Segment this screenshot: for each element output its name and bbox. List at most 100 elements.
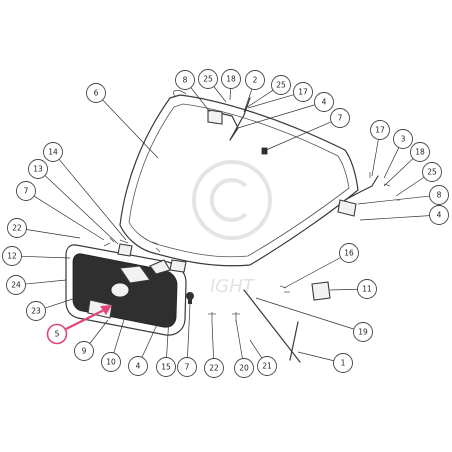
callout-circle xyxy=(314,92,334,112)
callout-leader-line xyxy=(249,339,263,359)
callout-circle xyxy=(234,358,254,378)
callout-circle xyxy=(156,357,176,377)
callout-leader-line xyxy=(247,94,294,109)
callout-number: 24 xyxy=(11,281,21,290)
callout-circle xyxy=(330,108,350,128)
callout-leader-line xyxy=(211,321,214,359)
callout-number: 23 xyxy=(31,307,41,316)
callout-c16: 16 xyxy=(283,243,359,289)
callout-number: 13 xyxy=(33,165,43,174)
callout-c22a: 22 xyxy=(7,218,81,239)
callout-number: 16 xyxy=(344,249,354,258)
callout-c2: 2 xyxy=(243,70,265,113)
callout-leader-line xyxy=(237,104,316,129)
callout-c7a: 7 xyxy=(265,108,350,151)
callout-number: 25 xyxy=(203,75,213,84)
callout-number: 3 xyxy=(401,135,406,144)
callout-circle xyxy=(339,243,359,263)
callout-leader-line xyxy=(395,176,425,197)
callout-c14: 14 xyxy=(43,142,127,241)
callout-circle xyxy=(128,356,148,376)
callout-number: 10 xyxy=(106,358,116,367)
callout-c17a: 17 xyxy=(247,82,313,109)
callout-number: 8 xyxy=(437,191,442,200)
callout-c15: 15 xyxy=(156,299,176,377)
callout-circle xyxy=(43,142,63,162)
callout-number: 15 xyxy=(161,363,171,372)
callout-number: 22 xyxy=(12,224,22,233)
callout-c8a: 8 xyxy=(175,70,211,113)
callout-leader-line xyxy=(89,319,109,344)
callout-leader-line xyxy=(190,87,211,113)
callout-leader-line xyxy=(383,158,414,187)
front-grille xyxy=(65,244,187,336)
callout-leader-line xyxy=(21,255,71,259)
callout-number: 12 xyxy=(7,252,17,261)
callout-leader-line xyxy=(213,86,227,103)
callout-leader-line xyxy=(44,295,83,309)
callout-circle xyxy=(429,185,449,205)
callout-c1: 1 xyxy=(297,351,353,373)
callout-number: 4 xyxy=(437,211,442,220)
callout-circle xyxy=(333,353,353,373)
callout-circle xyxy=(177,357,197,377)
callout-leader-line xyxy=(113,299,131,354)
hood-strut xyxy=(243,281,331,363)
callout-circle xyxy=(271,75,291,95)
callout-labels: 1234445677788910111213141516171718181920… xyxy=(2,69,449,378)
callout-leader-line xyxy=(371,139,379,177)
callout-c17b: 17 xyxy=(370,120,390,177)
callout-number: 5 xyxy=(55,330,60,339)
callout-number: 25 xyxy=(427,168,437,177)
callout-c21: 21 xyxy=(249,339,277,376)
callout-c22b: 22 xyxy=(204,321,224,378)
callout-circle xyxy=(370,120,390,140)
callout-circle xyxy=(245,70,265,90)
callout-number: 6 xyxy=(94,89,99,98)
callout-leader-line xyxy=(102,99,159,159)
callout-c12: 12 xyxy=(2,246,71,266)
callout-circle xyxy=(26,301,46,321)
callout-c3: 3 xyxy=(383,129,413,179)
callout-circle xyxy=(353,322,373,342)
callout-leader-line xyxy=(26,229,81,239)
hinges xyxy=(207,97,379,217)
fasteners xyxy=(103,147,400,322)
callout-number: 7 xyxy=(338,114,343,123)
callout-circle xyxy=(393,129,413,149)
callout-c4b: 4 xyxy=(359,205,449,225)
callout-circle xyxy=(74,341,94,361)
callout-c25a: 25 xyxy=(198,69,227,103)
callout-circle xyxy=(204,358,224,378)
callout-leader-line xyxy=(255,297,355,330)
callout-c4a: 4 xyxy=(237,92,334,129)
callout-c23: 23 xyxy=(26,295,83,321)
callout-number: 14 xyxy=(48,148,58,157)
callout-leader-line xyxy=(25,279,67,285)
callout-number: 4 xyxy=(136,362,141,371)
callout-c9: 9 xyxy=(74,319,109,361)
callout-leader-line xyxy=(141,317,161,358)
callout-circle xyxy=(422,162,442,182)
callout-circle xyxy=(101,352,121,372)
callout-number: 9 xyxy=(82,347,87,356)
callout-circle xyxy=(46,323,68,345)
callout-leader-line xyxy=(283,257,341,289)
callout-circle xyxy=(198,69,218,89)
callout-leader-line xyxy=(166,299,171,358)
callout-circle xyxy=(7,218,27,238)
callout-leader-line xyxy=(33,195,105,241)
callout-c7c: 7 xyxy=(177,303,197,377)
callout-circle xyxy=(293,82,313,102)
callout-circle xyxy=(221,69,241,89)
callout-number: 7 xyxy=(185,363,190,372)
callout-number: 25 xyxy=(276,81,286,90)
callout-leader-line xyxy=(245,89,274,109)
callout-leader-line xyxy=(357,195,430,205)
callout-circle xyxy=(410,142,430,162)
callout-number: 8 xyxy=(183,76,188,85)
callout-number: 20 xyxy=(239,364,249,373)
callout-circle xyxy=(429,205,449,225)
callout-circle xyxy=(6,275,26,295)
